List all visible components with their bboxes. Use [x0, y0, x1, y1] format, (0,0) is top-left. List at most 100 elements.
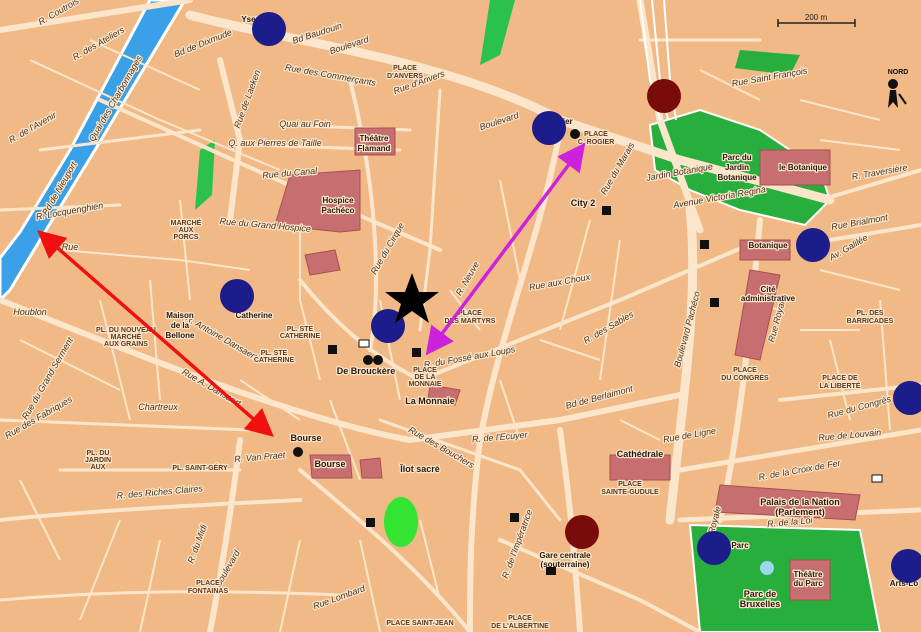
place-label: AUX GRAINS: [104, 341, 148, 348]
place-label: PLACE: [458, 310, 482, 317]
north-park-strip: [735, 50, 800, 75]
poi-label: (souterraine): [541, 560, 590, 569]
place-label: PL. DU: [87, 450, 110, 457]
place-label: CATHERINE: [254, 357, 295, 364]
purple-distance-arrow: [425, 142, 586, 356]
poi-label: Cathédrale: [617, 449, 664, 459]
north-compass-icon: [888, 79, 907, 108]
place-label: MONNAIE: [408, 381, 441, 388]
poi-label: Parc de: [744, 589, 777, 599]
place-label: PLACE SAINT-JEAN: [386, 620, 453, 627]
canal-water: [0, 0, 187, 303]
green-strip-west: [195, 140, 215, 210]
place-label: PLACE: [413, 367, 437, 374]
street-label: Chartreux: [138, 402, 178, 412]
place-label: PLACE: [393, 65, 417, 72]
place-label: AUX: [91, 464, 106, 471]
park-fountain: [760, 561, 774, 575]
poi-label: Bruxelles: [740, 599, 781, 609]
street-label: Quai au Foin: [279, 119, 331, 129]
poi-label: Palais de la Nation: [760, 497, 840, 507]
place-label: PLACE: [508, 615, 532, 622]
poi-label: Théâtre: [360, 134, 389, 143]
place-label: PL. SAINT-GÉRY: [172, 463, 228, 472]
green-strip-north: [480, 0, 515, 65]
poi-label: le Botanique: [779, 163, 828, 172]
poi-label: De Brouckère: [337, 366, 396, 376]
poi-label: Cité: [760, 285, 776, 294]
blue-marker-rogier[interactable]: [532, 111, 566, 145]
street-label: Q. aux Pierres de Taille: [228, 138, 321, 148]
poi-label: (Parlement): [775, 507, 825, 517]
blue-marker-madou[interactable]: [893, 381, 921, 415]
place-label: DE LA: [415, 374, 436, 381]
place-label: BARRICADES: [847, 318, 894, 325]
poi-label: Gare centrale: [539, 551, 591, 560]
place-label: PLACE: [733, 367, 757, 374]
jardin-botanique-park: [648, 108, 832, 227]
place-label: PLACE: [196, 580, 220, 587]
poi-label: Bourse: [314, 459, 345, 469]
darkred-marker-north[interactable]: [647, 79, 681, 113]
street-label: Houblon: [13, 307, 47, 317]
poi-label: Botanique: [717, 173, 757, 182]
place-label: PLACE: [584, 131, 608, 138]
street-label: Rue: [62, 242, 79, 252]
blue-marker-de-brouckere[interactable]: [371, 309, 405, 343]
poi-label: Yser: [241, 15, 258, 24]
poi-label: Théâtre: [794, 570, 823, 579]
parc-de-bruxelles: [688, 523, 882, 632]
poi-label: de la: [171, 321, 190, 330]
place-label: PL. STE: [287, 326, 314, 333]
darkred-marker-gare-centrale[interactable]: [565, 515, 599, 549]
poi-label: City 2: [571, 198, 596, 208]
compass-label: NORD: [888, 69, 909, 76]
poi-label: Pachéco: [322, 206, 355, 215]
blue-marker-arts-loi[interactable]: [891, 549, 921, 583]
place-label: MARCHÉ: [111, 332, 142, 341]
blue-marker-parc[interactable]: [697, 531, 731, 565]
blue-marker-yser[interactable]: [252, 12, 286, 46]
poi-label: du Parc: [793, 579, 823, 588]
metro-symbols: [293, 129, 883, 575]
poi-label: Botanique: [748, 241, 788, 250]
blue-marker-sainte-catherine[interactable]: [220, 279, 254, 313]
place-label: MARCHÉ: [171, 218, 202, 227]
poi-label: Bourse: [290, 433, 321, 443]
poi-label: Maison: [166, 311, 194, 320]
place-label: D'ANVERS: [387, 73, 423, 80]
place-label: LA LIBERTÉ: [820, 381, 861, 390]
poi-label: Flamand: [358, 144, 391, 153]
blue-markers: [220, 12, 921, 583]
poi-label: Îlot sacré: [399, 463, 440, 474]
poi-label: Hospice: [322, 196, 354, 205]
place-label: SAINTE-GUDULE: [601, 489, 659, 496]
place-label: FONTAINAS: [188, 588, 229, 595]
poi-label: Jardin: [725, 163, 749, 172]
scale-bar: [777, 19, 856, 27]
place-label: PLACE DE: [822, 375, 858, 382]
place-label: PORCS: [174, 234, 199, 241]
place-label: PL. DES: [856, 310, 884, 317]
star-marker-icon[interactable]: [385, 273, 439, 323]
poi-label: Parc du: [722, 153, 751, 162]
green-marker[interactable]: [384, 497, 418, 547]
buildings: [274, 127, 861, 601]
place-label: AUX: [179, 227, 194, 234]
blue-marker-botanique[interactable]: [796, 228, 830, 262]
place-label: DE L'ALBERTINE: [491, 623, 549, 630]
poi-label: Bellone: [166, 331, 195, 340]
darkred-markers: [565, 79, 681, 549]
place-label: JARDIN: [85, 457, 111, 464]
place-label: PL. STE: [261, 350, 288, 357]
poi-label: Parc: [731, 541, 749, 550]
place-label: PLACE: [618, 481, 642, 488]
place-label: DU CONGRÈS: [721, 373, 769, 382]
place-label: CATHERINE: [280, 333, 321, 340]
poi-label: Arts-Lo: [890, 579, 919, 588]
poi-label: La Monnaie: [405, 396, 455, 406]
scale-label: 200 m: [805, 13, 828, 22]
